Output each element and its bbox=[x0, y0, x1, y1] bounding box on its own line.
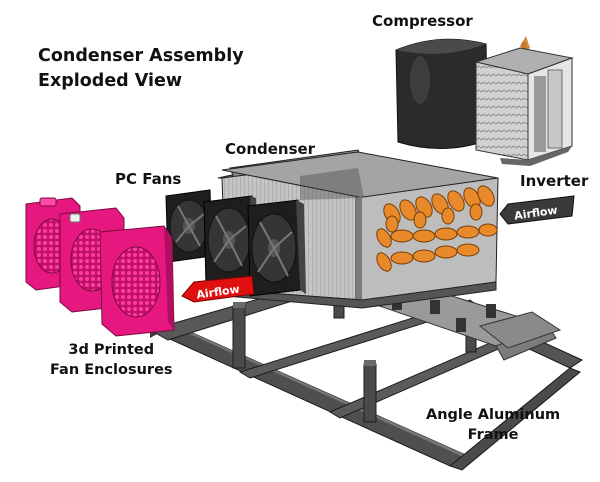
fan-enclosure-3 bbox=[99, 225, 175, 337]
airflow-exhaust-arrow: Airflow bbox=[181, 275, 255, 303]
copper-coils bbox=[376, 185, 498, 272]
pc-fans-label: PC Fans bbox=[115, 170, 182, 188]
diagram-title-line1: Condenser Assembly bbox=[38, 46, 244, 66]
inverter bbox=[474, 47, 574, 166]
frame-label: Angle Aluminum Frame bbox=[426, 405, 560, 445]
enclosures-label: 3d Printed Fan Enclosures bbox=[50, 340, 173, 380]
frame-label-line2: Frame bbox=[467, 427, 519, 443]
enclosures-label-line1: 3d Printed bbox=[68, 342, 155, 358]
fan-enclosures bbox=[25, 197, 175, 337]
airflow-intake-label: Airflow bbox=[513, 204, 558, 223]
inverter-label: Inverter bbox=[520, 172, 589, 190]
diagram-title: Condenser Assembly Exploded View bbox=[38, 44, 244, 94]
airflow-intake-arrow: Airflow bbox=[499, 195, 575, 225]
airflow-exhaust-label: Airflow bbox=[196, 283, 241, 302]
diagram-title-line2: Exploded View bbox=[38, 71, 183, 91]
pc-fan-3 bbox=[247, 199, 306, 297]
enclosures-label-line2: Fan Enclosures bbox=[50, 362, 173, 378]
compressor bbox=[395, 36, 530, 149]
frame-label-line1: Angle Aluminum bbox=[426, 407, 561, 423]
condenser-label: Condenser bbox=[225, 140, 316, 158]
compressor-label: Compressor bbox=[372, 12, 473, 30]
